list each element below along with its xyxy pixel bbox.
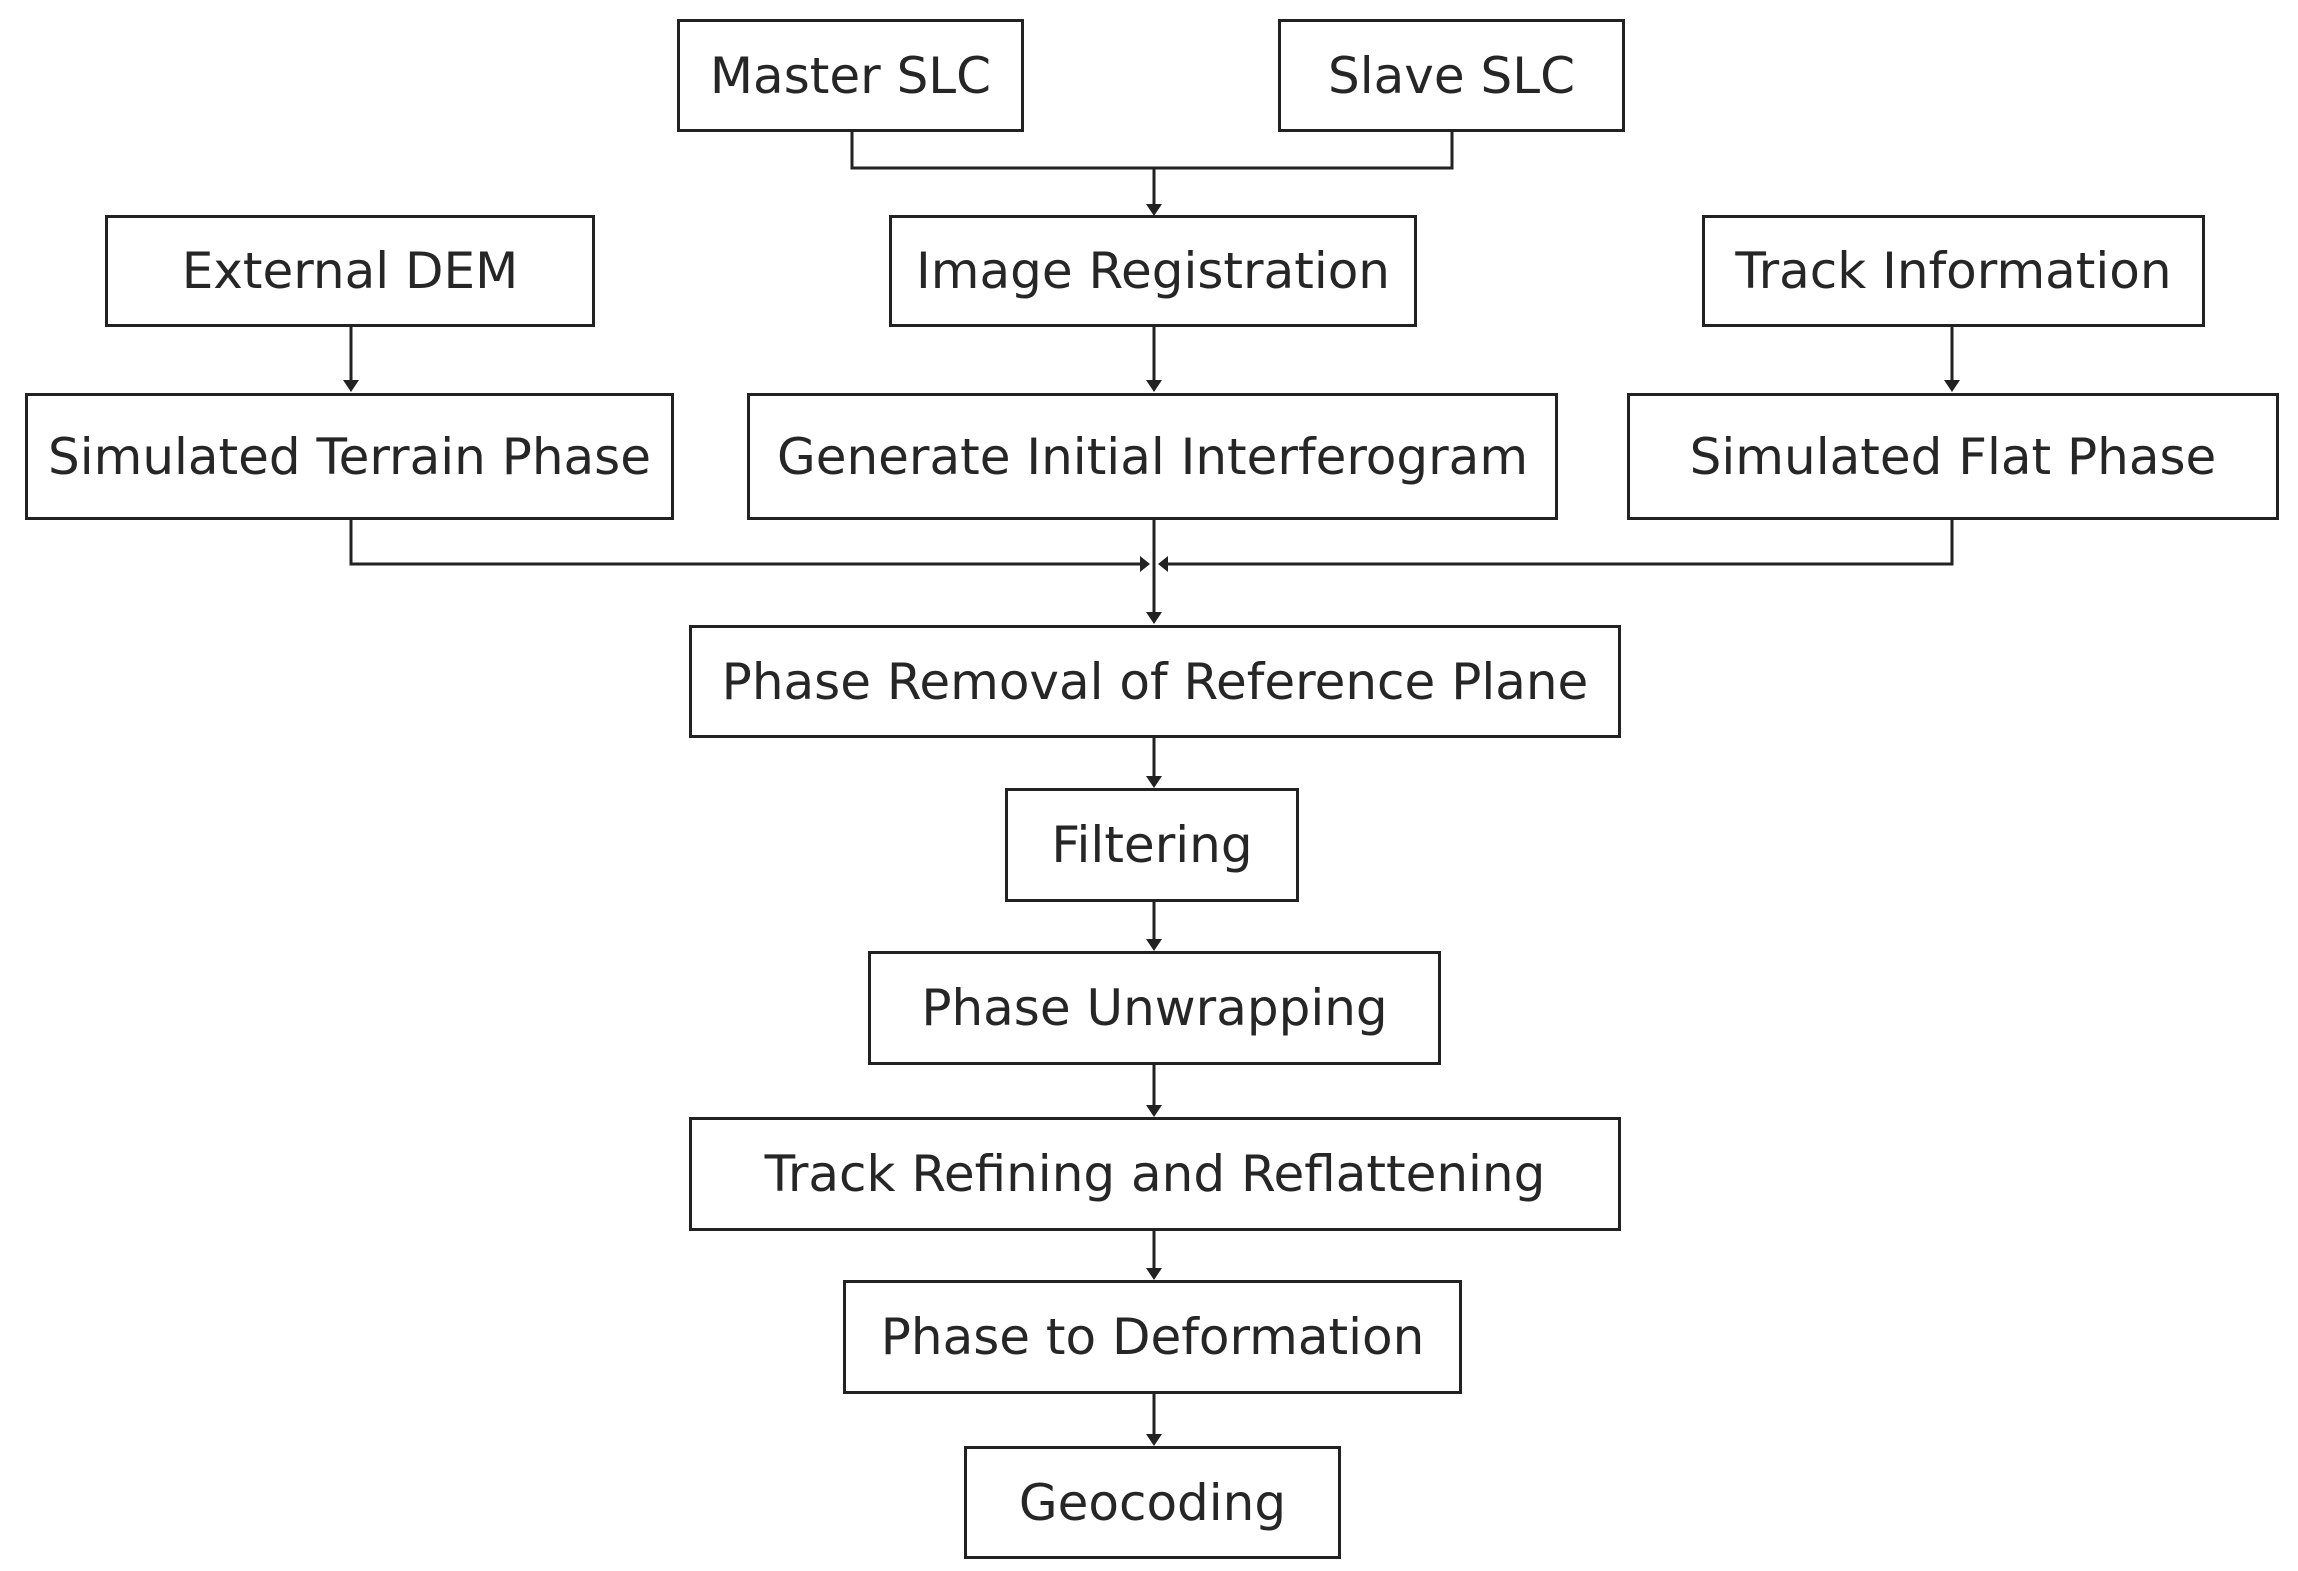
node-track-refining-and-reflattening: Track Refining and Reflattening [689,1117,1621,1231]
node-label: Master SLC [709,46,992,105]
arrowhead [1158,556,1168,572]
node-filtering: Filtering [1005,788,1299,902]
node-label: Track Information [1735,242,2172,300]
node-generate-initial-interferogram: Generate Initial Interferogram [747,393,1558,520]
node-external-dem: External DEM [105,215,595,327]
node-label: Track Refining and Reflattening [764,1145,1546,1203]
node-simulated-terrain-phase: Simulated Terrain Phase [25,393,674,520]
arrowhead [1146,776,1162,788]
arrowhead [1944,380,1960,392]
node-geocoding: Geocoding [964,1446,1341,1559]
node-label: Filtering [1051,816,1253,874]
node-track-information: Track Information [1702,215,2205,327]
arrowhead [1146,612,1162,624]
arrowhead [1146,939,1162,951]
node-slave-slc: Slave SLC [1278,19,1625,132]
node-master-slc: Master SLC [677,19,1024,132]
node-label: Image Registration [916,242,1390,300]
node-label: Slave SLC [1327,46,1576,105]
edge-slave-slc-to-merge [1154,131,1454,170]
arrowhead [343,380,359,392]
node-label: Geocoding [1018,1473,1287,1532]
node-label: Generate Initial Interferogram [776,427,1529,486]
arrowhead [1146,380,1162,392]
arrowhead [1146,1434,1162,1446]
node-label: Simulated Flat Phase [1689,427,2217,486]
node-label: External DEM [181,242,519,300]
node-image-registration: Image Registration [889,215,1417,327]
node-phase-removal-of-reference-plane: Phase Removal of Reference Plane [689,625,1621,738]
node-phase-to-deformation: Phase to Deformation [843,1280,1462,1394]
node-label: Phase Unwrapping [921,979,1388,1037]
node-phase-unwrapping: Phase Unwrapping [868,951,1441,1065]
edge-terrain-phase-to-removal [349,518,1146,566]
node-label: Phase Removal of Reference Plane [721,652,1589,711]
arrowhead [1146,1105,1162,1117]
node-simulated-flat-phase: Simulated Flat Phase [1627,393,2279,520]
arrowhead [1146,1268,1162,1280]
node-label: Phase to Deformation [880,1308,1425,1366]
edge-flat-phase-to-removal [1162,518,1954,566]
arrowhead [1140,556,1150,572]
node-label: Simulated Terrain Phase [47,427,651,486]
arrowhead [1146,204,1162,216]
edge-master-slc-to-merge [850,131,1154,170]
